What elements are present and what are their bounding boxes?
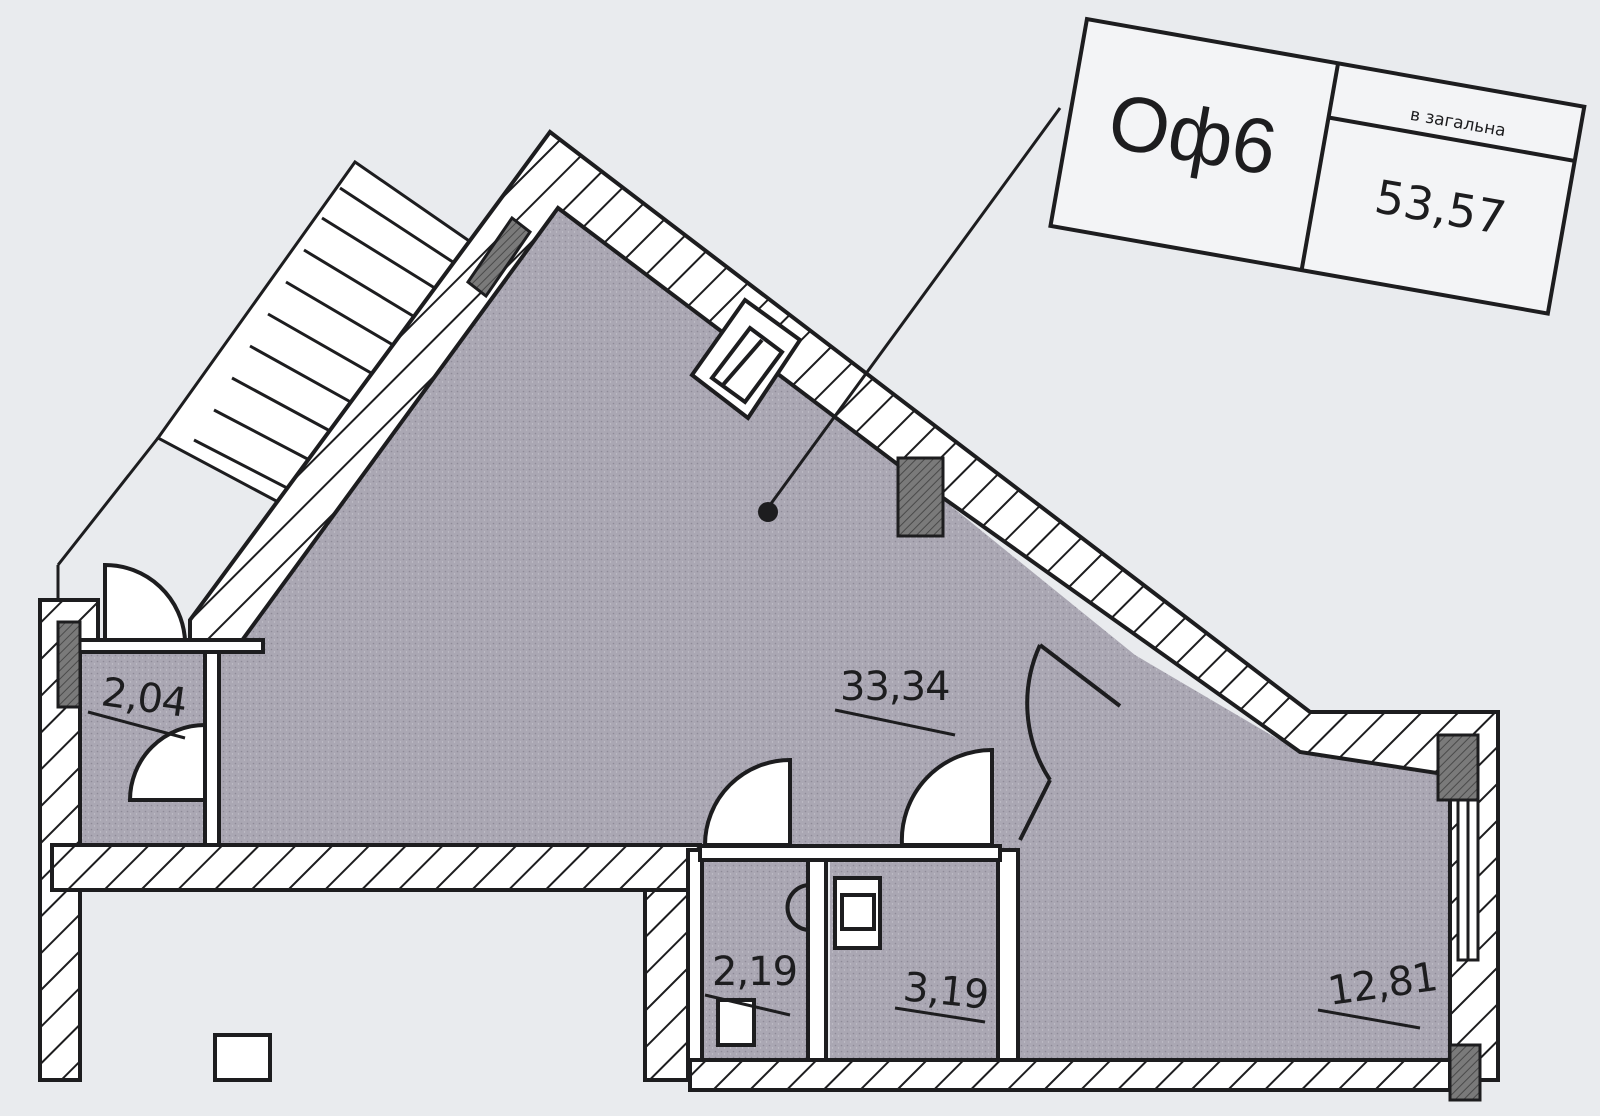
window-right: [1456, 798, 1480, 962]
room-label-main-office: 33,34: [834, 664, 956, 737]
interior-walls: [76, 638, 1020, 1062]
unit-tag: Оф6 в загальна 53,57: [1048, 16, 1587, 316]
staircase: [56, 159, 478, 600]
fixtures: [213, 876, 882, 1082]
room-area: 2,19: [712, 949, 797, 995]
exterior-walls: [38, 129, 1500, 1092]
doors: [103, 562, 1122, 847]
vent-shaft: [689, 297, 803, 421]
room-area: 33,34: [840, 664, 950, 710]
room-label-bathroom-1: 2,19: [704, 949, 798, 1017]
columns: [56, 215, 1482, 1102]
leader-line: [758, 107, 1062, 522]
room-label-bathroom-2: 3,19: [894, 964, 990, 1024]
